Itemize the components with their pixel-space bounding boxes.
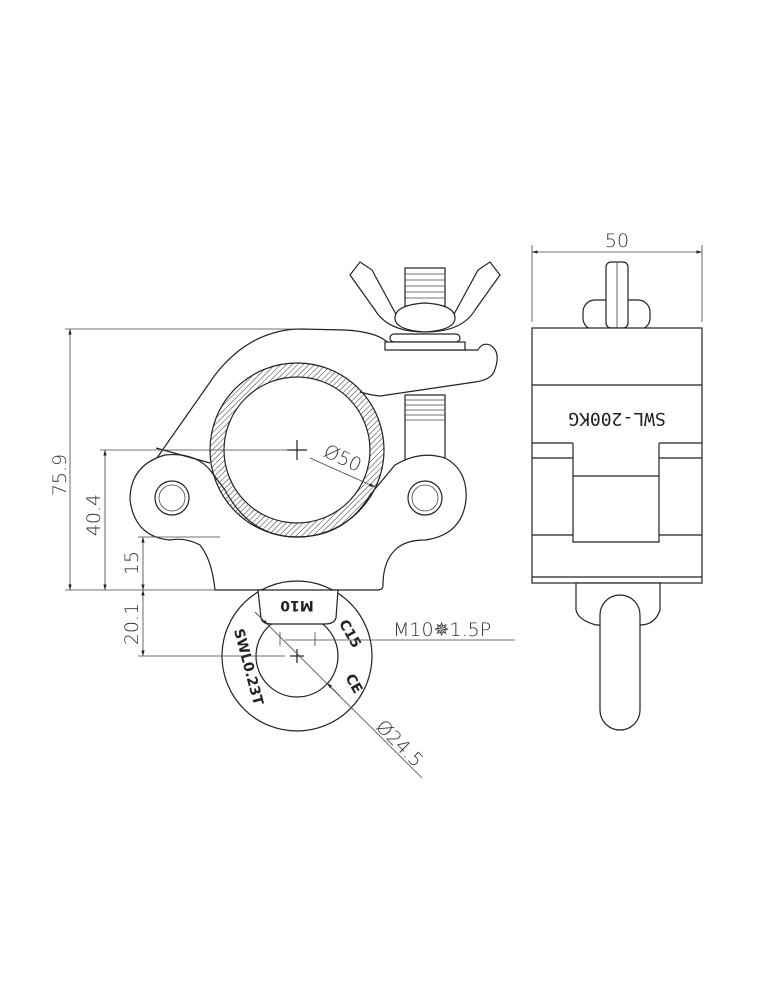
wing-nut [349, 261, 501, 351]
pivot-hole-left [154, 480, 190, 516]
dim-eye-diameter: Ø24.5 [371, 716, 427, 772]
dim-eye-offset: 20.1 [121, 603, 143, 645]
side-engraving: SWL-200KG [568, 408, 666, 429]
dim-width: 50 [605, 230, 629, 252]
dim-center-height: 40.4 [83, 494, 105, 536]
side-view: SWL-200KG 50 [531, 230, 703, 731]
dim-base-height: 15 [121, 551, 143, 575]
tube-section [209, 362, 385, 538]
dim-overall-height: 75.9 [49, 454, 71, 496]
eye-top-engraving: M10 [280, 597, 314, 613]
pivot-hole-right [407, 480, 443, 516]
dim-thread: M10✵1.5P [393, 619, 491, 641]
eye-nut: M10 SWL0.23T C15 CE [221, 580, 373, 732]
front-view: M10 SWL0.23T C15 CE 75.9 40.4 [49, 261, 515, 779]
dimension-lines [65, 328, 515, 779]
